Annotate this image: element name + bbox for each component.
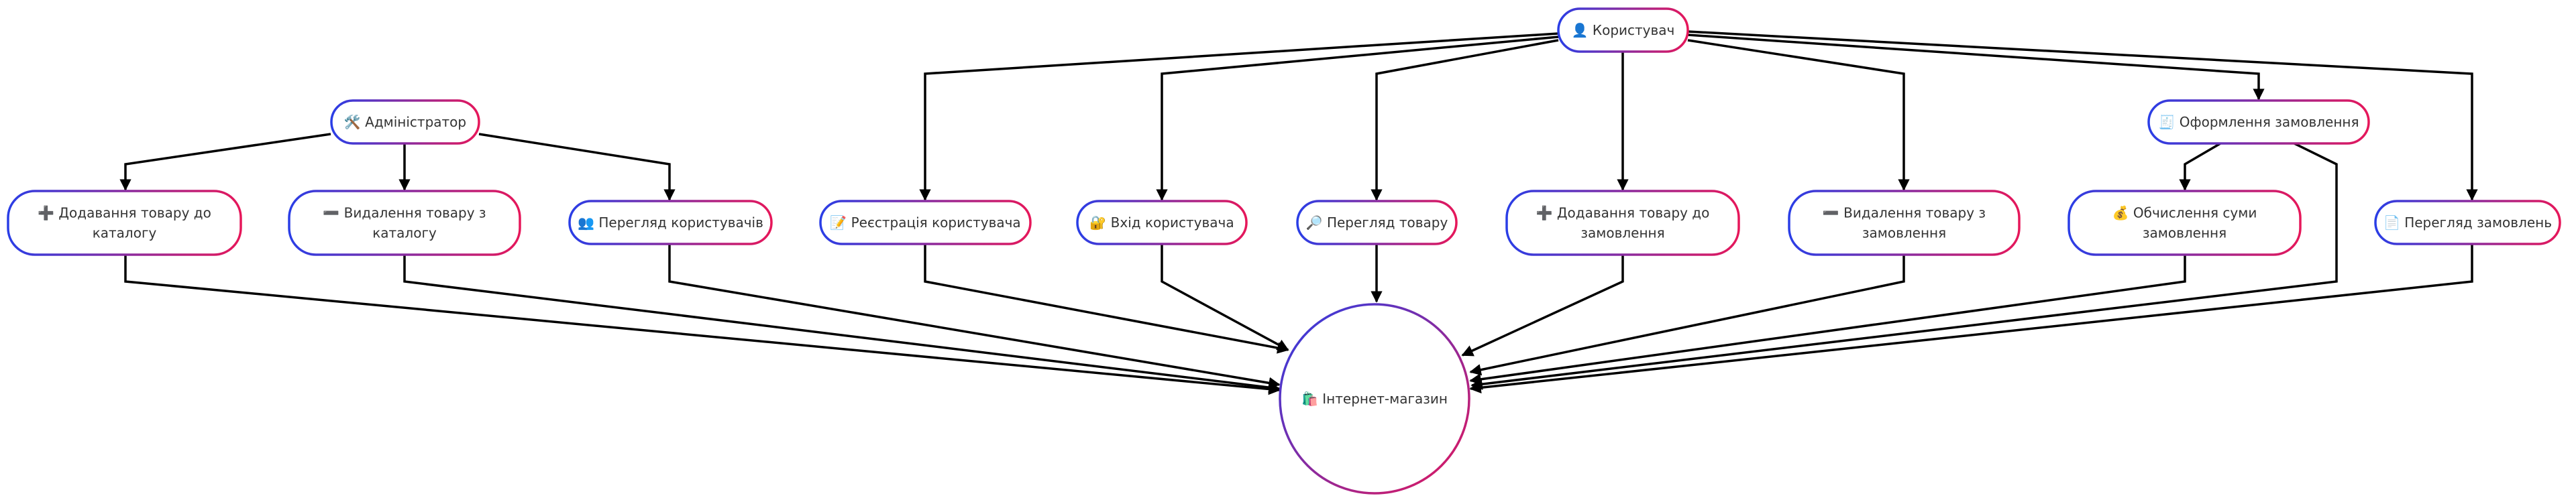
node-pill-shape [1296, 200, 1458, 245]
node-register[interactable]: 📝 Реєстрація користувача [819, 200, 1032, 245]
edge-user-to-login [1156, 36, 1559, 201]
node-pill-shape [1076, 200, 1248, 245]
node-label: 🛠️ Адміністратор [344, 114, 466, 130]
node-pill-shape [1557, 7, 1689, 53]
node-label: 👤 Користувач [1572, 22, 1675, 38]
node-pill-shape [1505, 190, 1740, 256]
node-login[interactable]: 🔐 Вхід користувача [1076, 200, 1248, 245]
edge-checkout-to-calc_sum [2179, 142, 2221, 191]
node-label: 👥 Перегляд користувачів [578, 214, 763, 231]
node-label: 🔐 Вхід користувача [1089, 214, 1234, 231]
node-label: 🛍️ Інтернет-магазин [1301, 391, 1448, 407]
node-pill-shape [819, 200, 1032, 245]
node-pill-shape [2147, 99, 2370, 145]
edge-view_users-to-shop [668, 244, 1281, 389]
node-view-product[interactable]: 🔎 Перегляд товару [1296, 200, 1458, 245]
edge-user-to-view_orders [1687, 30, 2478, 201]
edge-add_order-to-shop [1461, 255, 1624, 357]
node-view-users[interactable]: 👥 Перегляд користувачів [568, 200, 773, 245]
node-pill-shape [1788, 190, 2021, 256]
node-circle-shape [1279, 303, 1470, 495]
node-label: 📄 Перегляд замовлень [2383, 214, 2552, 231]
edge-user-to-remove_order [1687, 39, 1910, 191]
node-view-orders[interactable]: 📄 Перегляд замовлень [2374, 200, 2561, 245]
node-label: 🧾 Оформлення замовлення [2158, 114, 2359, 130]
edge-login-to-shop [1161, 244, 1289, 351]
node-pill-shape [288, 190, 521, 256]
edge-calc_sum-to-shop [1469, 255, 2186, 385]
node-user[interactable]: 👤 Користувач [1557, 7, 1689, 53]
node-label: 🔎 Перегляд товару [1306, 214, 1448, 231]
edge-remove_catalog-to-shop [403, 255, 1281, 393]
nodes-layer: 👤 Користувач 🛠️ Адміністратор ➕ Додавання … [7, 7, 2561, 495]
node-pill-shape [2374, 200, 2561, 245]
edges-layer [119, 30, 2478, 395]
edge-view_orders-to-shop [1469, 244, 2473, 394]
edge-user-to-register [919, 32, 1559, 201]
node-pill-shape [7, 190, 242, 256]
node-pill-shape [330, 99, 480, 145]
node-checkout[interactable]: 🧾 Оформлення замовлення [2147, 99, 2370, 145]
edge-register-to-shop [924, 244, 1289, 354]
edge-admin-to-add_catalog [119, 133, 331, 191]
edge-user-to-checkout [1687, 34, 2265, 101]
node-shop[interactable]: 🛍️ Інтернет-магазин [1279, 303, 1470, 495]
edge-add_catalog-to-shop [124, 255, 1281, 395]
edge-user-to-view_product [1371, 39, 1559, 201]
node-label: 📝 Реєстрація користувача [830, 214, 1020, 231]
edge-admin-to-view_users [478, 133, 676, 201]
edge-remove_order-to-shop [1469, 255, 1905, 376]
node-pill-shape [568, 200, 773, 245]
node-admin[interactable]: 🛠️ Адміністратор [330, 99, 480, 145]
edge-checkout-to-shop [1470, 142, 2338, 390]
node-pill-shape [2068, 190, 2302, 256]
